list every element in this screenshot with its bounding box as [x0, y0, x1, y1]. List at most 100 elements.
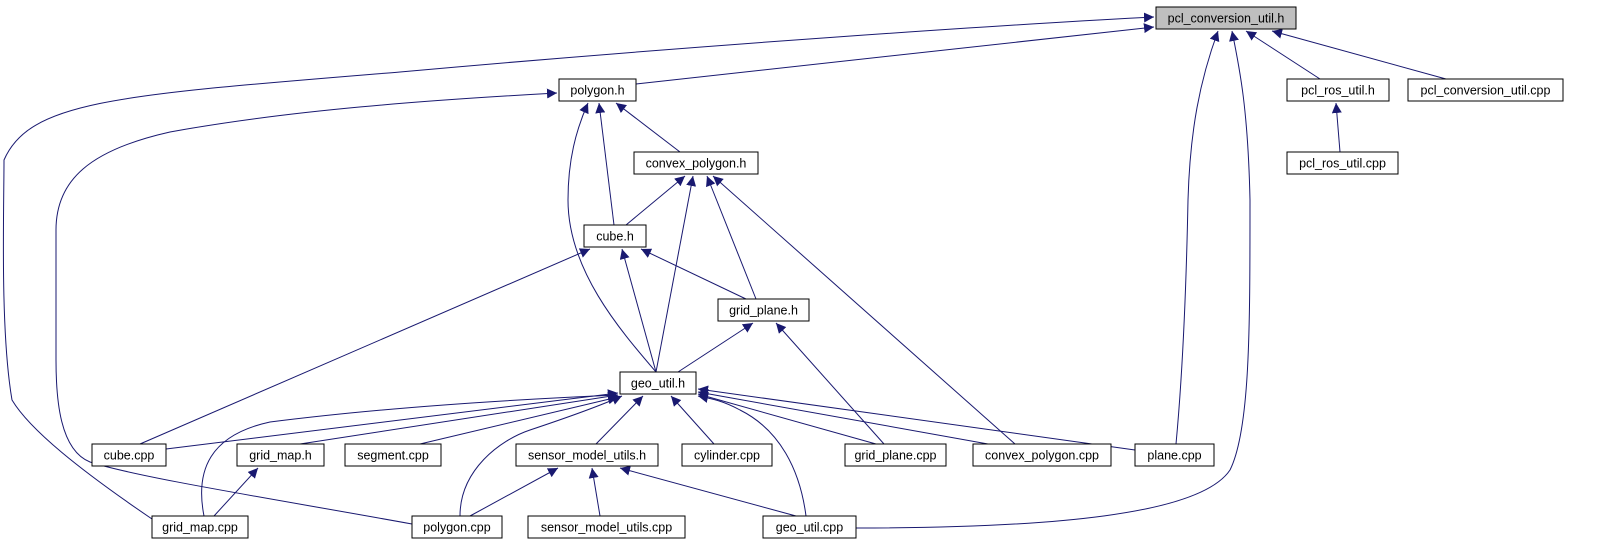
node-cylinder-cpp[interactable]: cylinder.cpp	[681, 443, 773, 467]
node-box	[558, 78, 637, 102]
node-label: pcl_ros_util.cpp	[1299, 157, 1386, 171]
node-box	[681, 443, 773, 467]
edge-cube_h-to-convex_polygon_h	[625, 175, 686, 226]
node-pcl-conversion-util-cpp[interactable]: pcl_conversion_util.cpp	[1407, 78, 1564, 102]
node-box	[411, 515, 503, 539]
edge-geo_util_cpp-to-pcl_conversion_util_h	[855, 30, 1251, 529]
node-label: sensor_model_utils.h	[528, 449, 646, 463]
node-box	[515, 443, 659, 467]
edges-layer	[2, 12, 1447, 529]
edge-convex_polygon_cpp-to-convex_polygon_h	[712, 175, 1016, 445]
edge-grid_map_cpp-to-grid_map_h	[213, 467, 259, 517]
node-label: convex_polygon.h	[646, 157, 747, 171]
node-box	[1155, 6, 1297, 30]
node-convex-polygon-cpp[interactable]: convex_polygon.cpp	[972, 443, 1112, 467]
node-segment-cpp[interactable]: segment.cpp	[344, 443, 442, 467]
node-box	[633, 151, 759, 175]
node-box	[1407, 78, 1564, 102]
node-grid-map-h[interactable]: grid_map.h	[236, 443, 325, 467]
edge-pcl_conversion_util_cpp-to-pcl_conversion_util_h	[1271, 28, 1447, 80]
node-box	[344, 443, 442, 467]
node-box	[844, 443, 947, 467]
edge-convex_polygon_cpp-to-geo_util_h	[697, 388, 989, 445]
edge-cube_h-to-polygon_h	[595, 102, 615, 226]
node-plane-cpp[interactable]: plane.cpp	[1134, 443, 1215, 467]
edge-polygon_cpp-to-geo_util_h	[459, 395, 623, 517]
node-pcl-conversion-util-h[interactable]: pcl_conversion_util.h	[1155, 6, 1297, 30]
node-label: cube.h	[596, 230, 634, 244]
edge-geo_util_cpp-to-sensor_model_utils_h	[619, 465, 797, 517]
node-box	[762, 515, 857, 539]
edge-convex_polygon_h-to-polygon_h	[615, 102, 681, 153]
node-pcl-ros-util-cpp[interactable]: pcl_ros_util.cpp	[1286, 151, 1399, 175]
edge-geo_util_h-to-convex_polygon_h	[655, 175, 697, 373]
node-box	[1134, 443, 1215, 467]
edge-polygon_cpp-to-polygon_h	[55, 88, 558, 525]
node-grid-map-cpp[interactable]: grid_map.cpp	[151, 515, 249, 539]
edge-grid_plane_cpp-to-geo_util_h	[697, 391, 877, 445]
edge-pcl_ros_util_h-to-pcl_conversion_util_h	[1245, 30, 1321, 80]
node-box	[527, 515, 686, 539]
node-label: polygon.h	[570, 84, 624, 98]
node-box	[972, 443, 1112, 467]
node-label: sensor_model_utils.cpp	[541, 521, 672, 535]
node-geo-util-h[interactable]: geo_util.h	[619, 371, 697, 395]
edge-cube_cpp-to-geo_util_h	[165, 389, 619, 450]
node-grid-plane-h[interactable]: grid_plane.h	[717, 298, 810, 322]
node-box	[619, 371, 697, 395]
edge-plane_cpp-to-pcl_conversion_util_h	[1175, 30, 1220, 445]
node-label: pcl_conversion_util.h	[1168, 12, 1285, 26]
node-polygon-h[interactable]: polygon.h	[558, 78, 637, 102]
node-label: grid_plane.cpp	[854, 449, 936, 463]
node-label: cylinder.cpp	[694, 449, 760, 463]
node-label: geo_util.cpp	[776, 521, 843, 535]
node-box	[1286, 78, 1390, 102]
edge-geo_util_h-to-cube_h	[619, 248, 657, 373]
node-label: cube.cpp	[104, 449, 155, 463]
node-geo-util-cpp[interactable]: geo_util.cpp	[762, 515, 857, 539]
edge-pcl_ros_util_cpp-to-pcl_ros_util_h	[1331, 102, 1342, 153]
nodes-layer: pcl_conversion_util.h polygon.h pcl_ros_ut…	[91, 6, 1564, 539]
edge-cylinder_cpp-to-geo_util_h	[670, 395, 715, 445]
node-cube-cpp[interactable]: cube.cpp	[91, 443, 167, 467]
edge-geo_util_h-to-polygon_h	[567, 102, 657, 373]
node-label: grid_plane.h	[729, 304, 798, 318]
edge-grid_plane_h-to-cube_h	[640, 248, 747, 300]
node-convex-polygon-h[interactable]: convex_polygon.h	[633, 151, 759, 175]
edge-grid_plane_h-to-convex_polygon_h	[706, 175, 757, 300]
edge-grid_plane_cpp-to-grid_plane_h	[775, 322, 885, 445]
node-label: polygon.cpp	[423, 521, 490, 535]
edge-sensor_model_utils_h-to-geo_util_h	[595, 395, 644, 445]
node-pcl-ros-util-h[interactable]: pcl_ros_util.h	[1286, 78, 1390, 102]
node-box	[151, 515, 249, 539]
node-box	[1286, 151, 1399, 175]
edge-segment_cpp-to-geo_util_h	[419, 394, 619, 445]
edge-grid_map_cpp-to-geo_util_h	[201, 390, 619, 517]
node-box	[717, 298, 810, 322]
node-cube-h[interactable]: cube.h	[583, 224, 647, 248]
node-box	[236, 443, 325, 467]
node-sensor-model-utils-cpp[interactable]: sensor_model_utils.cpp	[527, 515, 686, 539]
node-label: plane.cpp	[1147, 449, 1201, 463]
edge-cube_cpp-to-cube_h	[139, 248, 591, 445]
node-label: geo_util.h	[631, 377, 685, 391]
edge-grid_map_cpp-to-pcl_conversion_util_h	[2, 12, 1155, 520]
edge-sensor_model_utils_cpp-to-sensor_model_utils_h	[588, 467, 601, 517]
node-label: convex_polygon.cpp	[985, 449, 1099, 463]
node-box	[583, 224, 647, 248]
edge-polygon_h-to-pcl_conversion_util_h	[635, 23, 1155, 85]
edge-plane_cpp-to-geo_util_h	[697, 385, 1136, 451]
node-grid-plane-cpp[interactable]: grid_plane.cpp	[844, 443, 947, 467]
node-label: grid_map.cpp	[162, 521, 238, 535]
node-polygon-cpp[interactable]: polygon.cpp	[411, 515, 503, 539]
node-label: pcl_ros_util.h	[1301, 84, 1375, 98]
node-sensor-model-utils-h[interactable]: sensor_model_utils.h	[515, 443, 659, 467]
edge-grid_map_h-to-geo_util_h	[299, 391, 619, 445]
edge-geo_util_cpp-to-geo_util_h	[697, 393, 807, 517]
node-box	[91, 443, 167, 467]
node-label: grid_map.h	[249, 449, 312, 463]
node-label: pcl_conversion_util.cpp	[1421, 84, 1551, 98]
edge-polygon_cpp-to-sensor_model_utils_h	[469, 467, 559, 517]
node-label: segment.cpp	[357, 449, 429, 463]
